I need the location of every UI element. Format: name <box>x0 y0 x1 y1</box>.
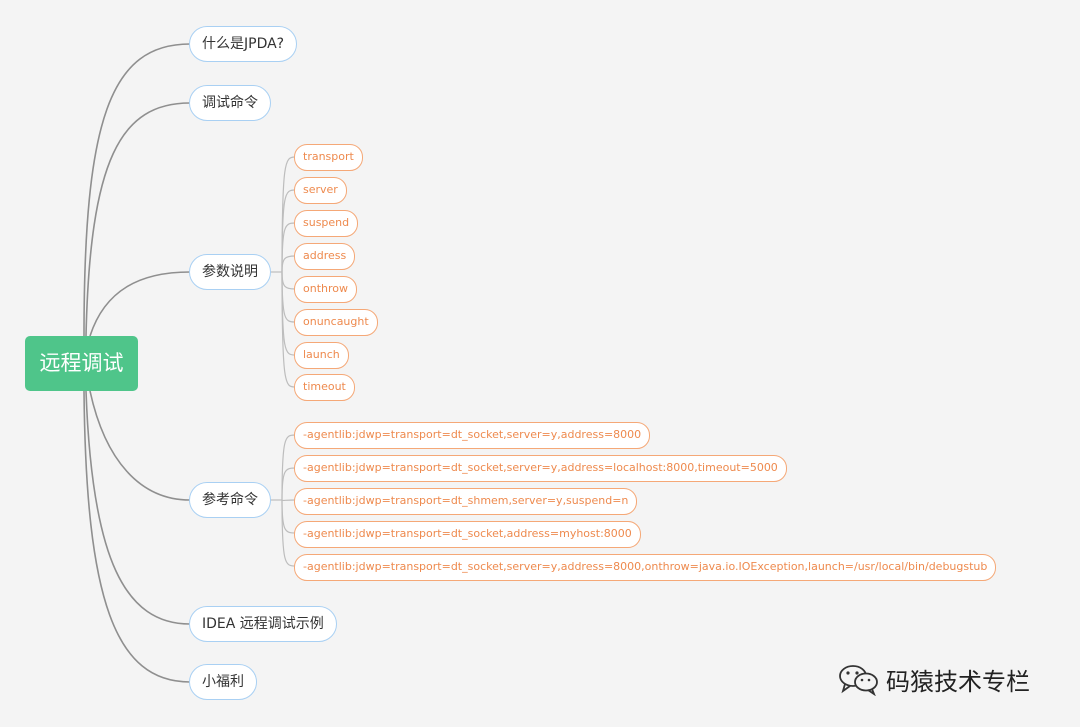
param-node[interactable]: onthrow <box>294 276 357 303</box>
connector-root-ref-cmd <box>89 390 191 501</box>
ref-command-node[interactable]: -agentlib:jdwp=transport=dt_socket,serve… <box>294 455 787 482</box>
branch-jpda[interactable]: 什么是JPDA? <box>189 26 298 62</box>
param-node[interactable]: timeout <box>294 374 355 401</box>
connector-root-jpda <box>83 43 191 337</box>
branch-ref-command[interactable]: 参考命令 <box>189 482 271 518</box>
watermark-text: 码猿技术专栏 <box>886 667 1030 696</box>
root-node[interactable]: 远程调试 <box>25 336 138 391</box>
branch-idea-example[interactable]: IDEA 远程调试示例 <box>189 606 337 642</box>
branch-bonus[interactable]: 小福利 <box>189 664 257 700</box>
connector-root-idea <box>85 390 191 625</box>
ref-command-node[interactable]: -agentlib:jdwp=transport=dt_socket,serve… <box>294 422 651 449</box>
param-node[interactable]: onuncaught <box>294 309 378 336</box>
ref-command-node[interactable]: -agentlib:jdwp=transport=dt_socket,addre… <box>294 521 641 548</box>
param-node[interactable]: launch <box>294 342 349 369</box>
param-node[interactable]: address <box>294 243 356 270</box>
branch-debug-command[interactable]: 调试命令 <box>189 85 271 121</box>
connector-root-params <box>89 271 191 337</box>
watermark: 码猿技术专栏 <box>836 660 1030 698</box>
branch-params[interactable]: 参数说明 <box>189 254 271 290</box>
param-node[interactable]: suspend <box>294 210 359 237</box>
connector-root-bonus <box>83 390 191 683</box>
connector-root-debug-cmd <box>85 102 191 337</box>
param-node[interactable]: transport <box>294 144 363 171</box>
param-node[interactable]: server <box>294 177 347 204</box>
ref-command-node[interactable]: -agentlib:jdwp=transport=dt_socket,serve… <box>294 554 997 581</box>
wechat-icon <box>839 665 878 696</box>
ref-command-node[interactable]: -agentlib:jdwp=transport=dt_shmem,server… <box>294 488 638 515</box>
